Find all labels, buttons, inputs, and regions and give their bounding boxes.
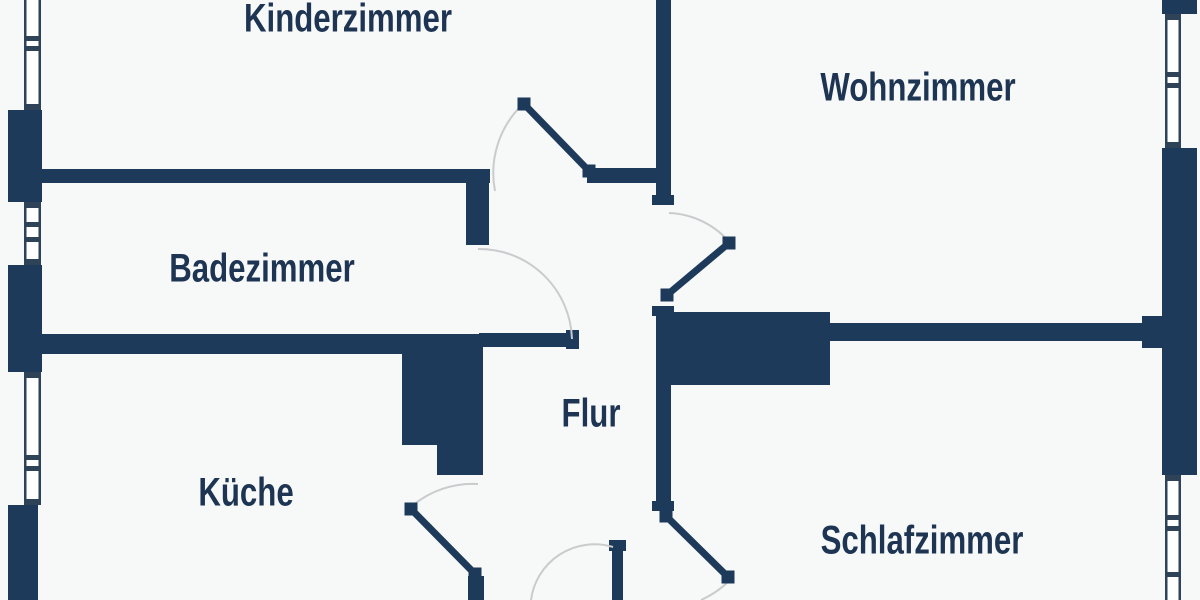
window-frame-line [38, 0, 41, 110]
wall-cap-center-mid [652, 306, 674, 316]
window-tie [24, 466, 41, 471]
window-tie [24, 222, 41, 227]
wall-wohnzimmer-schlafzimmer [830, 323, 1162, 341]
window-tie [24, 237, 41, 242]
window-frame-line [24, 202, 27, 265]
window-right-bottom [1165, 475, 1181, 600]
window-glass [1165, 14, 1181, 148]
window-tie [24, 372, 41, 378]
window-tie [24, 36, 41, 41]
window-tie [1165, 572, 1181, 577]
window-left-bottom [24, 372, 41, 505]
door-arc-badezimmer [477, 247, 573, 340]
window-frame-line [1178, 475, 1181, 600]
wall-block-kueche-flur [402, 334, 483, 445]
wall-left-pier-bottom [8, 505, 38, 600]
wall-badezimmer-kueche [42, 334, 402, 354]
window-tie [1165, 475, 1181, 481]
room-label-kinderzimmer: Kinderzimmer [244, 0, 452, 40]
window-frame-line [38, 372, 41, 505]
window-right-top [1165, 14, 1181, 148]
window-tie [1165, 72, 1181, 77]
door-cap-schlafzimmer-hinge [659, 509, 673, 523]
door-leaves [408, 101, 732, 580]
window-tie [1165, 526, 1181, 531]
door-leaf-badezimmer-cap [566, 330, 579, 349]
door-arc-kueche [411, 482, 479, 507]
window-frame-line [1165, 475, 1168, 600]
room-labels: Kinderzimmer Wohnzimmer Badezimmer Flur … [169, 0, 1023, 562]
door-cap-kinderzimmer-end [517, 97, 531, 111]
door-leaf-badezimmer [479, 333, 570, 347]
window-frame-line [24, 0, 27, 110]
wall-kinderzimmer-wohnzimmer [656, 0, 671, 205]
wall-jamb-schlafzimmer-right [1142, 316, 1162, 348]
door-cap-kueche-hinge [468, 567, 482, 581]
window-frame-line [38, 202, 41, 265]
wall-cap-center-upper [652, 195, 674, 205]
window-left-middle [24, 202, 41, 265]
door-arc-entry [530, 543, 614, 600]
window-glass [24, 202, 41, 265]
wall-left-pier-middle [8, 265, 42, 372]
door-arc-kinderzimmer [492, 104, 523, 192]
window-tie [1165, 14, 1181, 20]
entry-door-leaf-cap [609, 540, 626, 551]
room-label-kueche: Küche [198, 470, 293, 515]
wall-cap-center-lower [652, 501, 674, 511]
door-leaf-caps [404, 97, 736, 584]
door-cap-kueche-end [404, 502, 418, 516]
windows [24, 0, 1181, 600]
door-cap-wohnzimmer-hinge [660, 288, 674, 302]
window-tie [1165, 515, 1181, 520]
door-cap-kinderzimmer-hinge [582, 164, 596, 178]
window-glass [24, 372, 41, 505]
wall-block-schlafzimmer-topleft [671, 312, 830, 385]
window-tie [1165, 83, 1181, 88]
wall-block-kueche-flur-step [437, 445, 483, 475]
room-label-badezimmer: Badezimmer [169, 246, 355, 291]
door-cap-schlafzimmer-end [721, 570, 735, 584]
door-cap-wohnzimmer-end [722, 236, 736, 250]
walls [8, 0, 1197, 600]
window-glass [24, 0, 41, 110]
door-leaf-wohnzimmer [664, 240, 732, 298]
window-tie [24, 499, 41, 505]
window-tie [24, 202, 41, 208]
wall-right-pier-top [1162, 0, 1197, 14]
door-leaf-schlafzimmer [663, 513, 731, 580]
window-tie [24, 455, 41, 460]
wall-flur-top [587, 168, 671, 183]
room-label-wohnzimmer: Wohnzimmer [820, 65, 1015, 110]
wall-right-pier-middle [1162, 148, 1197, 475]
window-tie [24, 46, 41, 51]
room-label-flur: Flur [562, 391, 621, 436]
door-leaf-kinderzimmer [521, 101, 592, 174]
window-tie [24, 259, 41, 265]
window-tie [1165, 142, 1181, 148]
window-left-top [24, 0, 41, 110]
window-tie [24, 104, 41, 110]
window-glass [1165, 475, 1181, 600]
wall-jamb-badezimmer-right [466, 183, 489, 245]
window-frame-line [1178, 14, 1181, 148]
door-leaf-kueche [408, 506, 478, 577]
entry-door-leaf [612, 543, 623, 600]
window-frame-line [1165, 14, 1168, 148]
room-label-schlafzimmer: Schlafzimmer [821, 518, 1024, 563]
wall-kinderzimmer-badezimmer [42, 169, 490, 183]
wall-left-pier-top [8, 110, 42, 202]
wall-flur-schlafzimmer [656, 306, 671, 511]
wall-jamb-kueche-door-bottom [468, 576, 484, 600]
window-frame-line [24, 372, 27, 505]
